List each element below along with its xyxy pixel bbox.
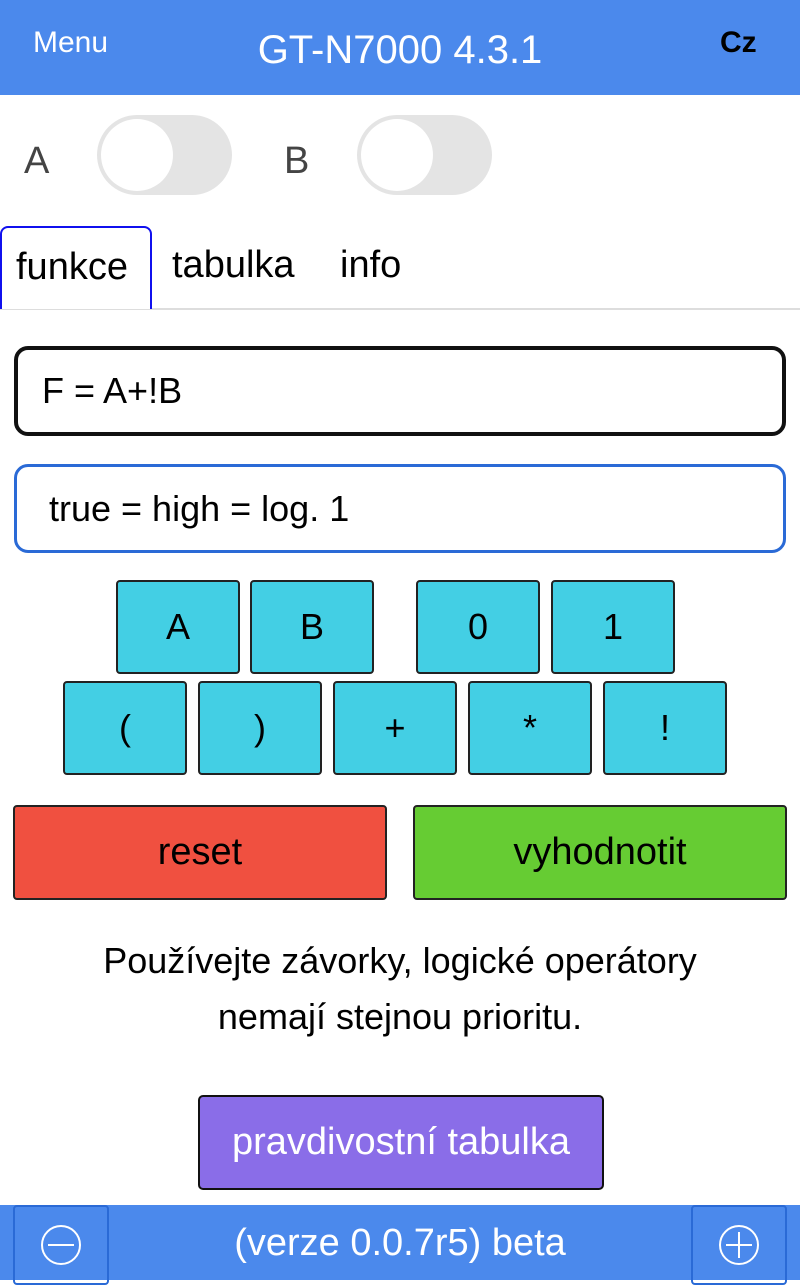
priority-note: Používejte závorky, logické operátory ne… [0, 933, 800, 1045]
key-or[interactable]: + [333, 681, 457, 775]
input-a-toggle[interactable] [97, 115, 232, 195]
key-close-paren[interactable]: ) [198, 681, 322, 775]
key-0[interactable]: 0 [416, 580, 540, 674]
input-b-label: B [284, 140, 310, 182]
toggle-knob [101, 119, 173, 191]
reset-button[interactable]: reset [13, 805, 387, 900]
menu-button[interactable]: Menu [33, 26, 109, 59]
note-line-2: nemají stejnou prioritu. [217, 996, 583, 1037]
note-line-1: Používejte závorky, logické operátory [103, 940, 697, 981]
app-title: GT-N7000 4.3.1 [257, 28, 543, 72]
formula-input[interactable]: F = A+!B [14, 346, 786, 436]
minus-circle-icon [41, 1225, 81, 1265]
footer-bar [0, 1205, 800, 1280]
evaluate-button[interactable]: vyhodnotit [413, 805, 787, 900]
key-not[interactable]: ! [603, 681, 727, 775]
version-label: (verze 0.0.7r5) beta [234, 1222, 566, 1264]
truth-table-button[interactable]: pravdivostní tabulka [198, 1095, 604, 1190]
app-header [0, 0, 800, 95]
input-b-toggle[interactable] [357, 115, 492, 195]
tab-divider [0, 308, 800, 310]
hint-field: true = high = log. 1 [14, 464, 786, 553]
key-a[interactable]: A [116, 580, 240, 674]
key-1[interactable]: 1 [551, 580, 675, 674]
zoom-in-button[interactable] [691, 1205, 787, 1285]
key-and[interactable]: * [468, 681, 592, 775]
toggle-knob [361, 119, 433, 191]
key-b[interactable]: B [250, 580, 374, 674]
language-button[interactable]: Cz [720, 26, 757, 59]
input-a-label: A [24, 140, 50, 182]
tab-funkce[interactable]: funkce [0, 226, 152, 309]
plus-circle-icon [719, 1225, 759, 1265]
tab-info[interactable]: info [340, 244, 402, 286]
key-open-paren[interactable]: ( [63, 681, 187, 775]
tab-tabulka[interactable]: tabulka [172, 244, 295, 286]
